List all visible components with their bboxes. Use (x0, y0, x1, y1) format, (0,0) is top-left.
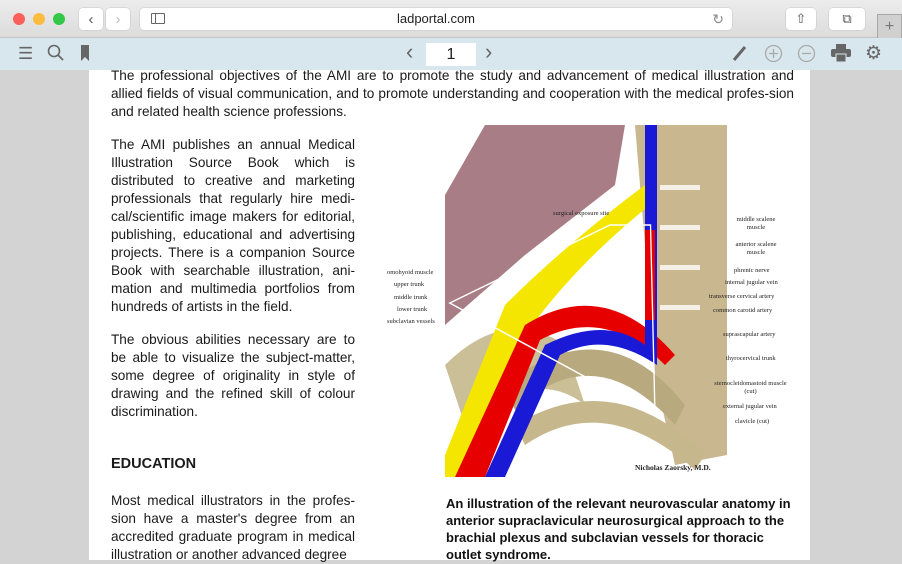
close-window-button[interactable] (13, 13, 25, 25)
zoom-window-button[interactable] (53, 13, 65, 25)
url-text: ladportal.com (396, 11, 476, 26)
back-button[interactable]: ‹ (79, 8, 103, 30)
share-icon: ⇧ (795, 11, 807, 26)
label-right: sternocleidomastoid muscle (cut) (714, 380, 787, 395)
label-surgical-exposure-site: surgical exposure site (553, 210, 610, 217)
abilities-paragraph: The obvious abilities necessary are to b… (111, 332, 355, 419)
search-icon[interactable] (47, 44, 65, 67)
label-right: middle scalene muscle (736, 216, 776, 231)
chevron-right-icon: › (115, 10, 121, 28)
bookmark-icon[interactable] (80, 44, 90, 67)
menu-icon[interactable]: ☰ (18, 44, 34, 63)
label-right: transverse cervical artery (709, 293, 775, 300)
label-right: phrenic nerve (734, 267, 770, 274)
label-right: internal jugular vein (725, 279, 778, 286)
label-right: common carotid artery (713, 307, 773, 314)
reload-icon[interactable]: ↻ (712, 11, 724, 27)
address-bar[interactable]: ladportal.com ↻ (140, 8, 732, 30)
chevron-left-icon: ‹ (88, 10, 94, 28)
label-left: omohyoid muscle (387, 269, 434, 276)
print-icon[interactable] (831, 44, 851, 67)
intro-paragraph: The professional objectives of the AMI a… (111, 68, 794, 119)
minimize-window-button[interactable] (33, 13, 45, 25)
pencil-icon[interactable] (732, 44, 748, 67)
source-book-paragraph: The AMI publishes an annual Medical Illu… (111, 137, 355, 314)
label-right: suprascapular artery (723, 331, 776, 338)
education-paragraph: Most medical illustrators in the profes-… (111, 493, 355, 562)
page-number-input[interactable]: 1 (426, 43, 476, 66)
tabs-button[interactable]: ⧉ (829, 8, 865, 30)
label-right: anterior scalene muscle (735, 241, 777, 256)
label-right: external jugular vein (723, 403, 777, 410)
zoom-out-icon[interactable] (797, 44, 816, 68)
label-left: upper trunk (394, 281, 425, 288)
education-heading: EDUCATION (111, 456, 197, 472)
next-page-button[interactable]: › (485, 39, 493, 64)
label-left: subclavian vessels (387, 318, 435, 325)
pdf-page: The professional objectives of the AMI a… (89, 68, 810, 562)
label-right: clavicle (cut) (735, 418, 770, 425)
label-left: middle trunk (394, 294, 428, 301)
anatomy-illustration: Nicholas Zaorsky, M.D. (445, 125, 727, 477)
browser-titlebar: ‹ › ladportal.com ↻ ⇧ ⧉ + (0, 0, 902, 40)
forward-button[interactable]: › (106, 8, 130, 30)
sidebar-icon[interactable] (151, 13, 165, 24)
zoom-in-icon[interactable] (764, 44, 783, 68)
label-left: lower trunk (397, 306, 428, 313)
settings-gear-icon[interactable]: ⚙ (865, 43, 883, 64)
previous-page-button[interactable]: ‹ (406, 39, 414, 64)
share-button[interactable]: ⇧ (786, 8, 816, 30)
signature: Nicholas Zaorsky, M.D. (635, 463, 711, 472)
label-right: thyrocervical trunk (726, 355, 776, 362)
tabs-icon: ⧉ (842, 11, 852, 26)
new-tab-button[interactable]: + (877, 14, 902, 40)
figure-caption: An illustration of the relevant neurovas… (446, 496, 791, 562)
